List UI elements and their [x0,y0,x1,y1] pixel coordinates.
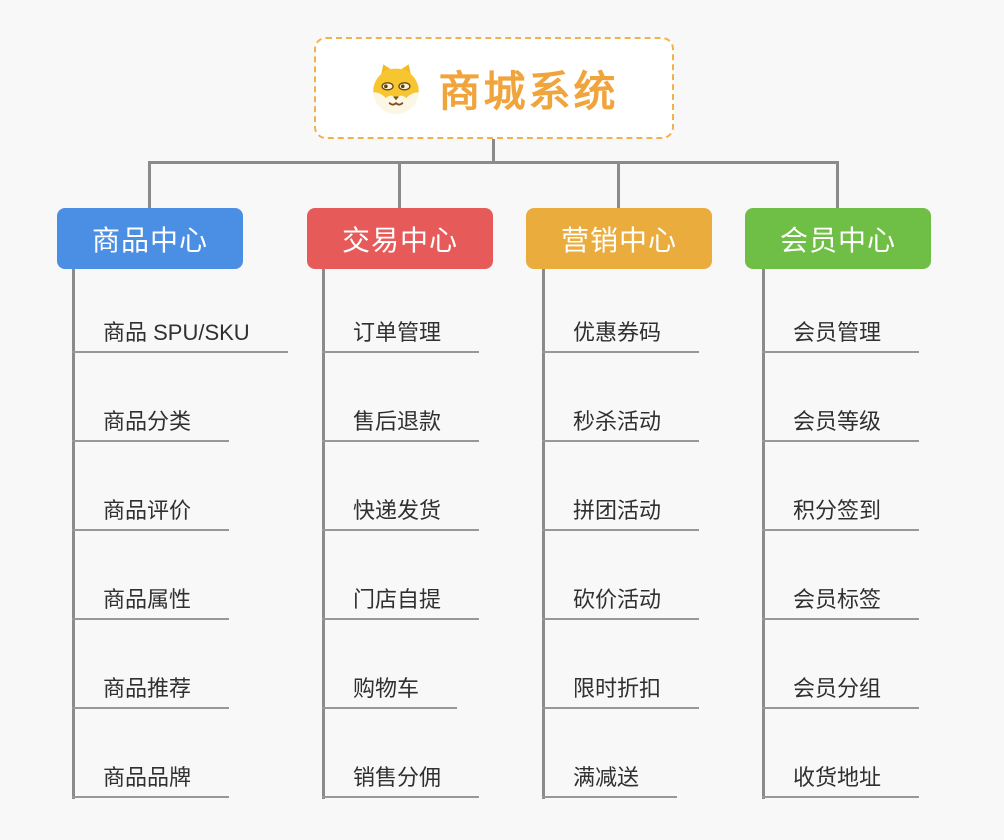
leaf-node[interactable]: 门店自提 [322,587,480,620]
leaf-node[interactable]: 商品属性 [72,587,230,620]
connector-drop-marketing [617,161,620,210]
connector-trunk-trade [322,268,325,799]
branch-node-marketing-center[interactable]: 营销中心 [526,208,712,269]
leaf-node[interactable]: 快递发货 [322,498,480,531]
leaf-node[interactable]: 积分签到 [762,498,920,531]
leaf-node[interactable]: 购物车 [322,676,458,709]
leaf-node[interactable]: 商品分类 [72,409,230,442]
leaf-node[interactable]: 销售分佣 [322,765,480,798]
leaf-node[interactable]: 售后退款 [322,409,480,442]
leaf-node[interactable]: 会员等级 [762,409,920,442]
connector-horizontal-bar [148,161,839,164]
root-title: 商城系统 [438,67,619,115]
leaf-node[interactable]: 会员标签 [762,587,920,620]
leaf-node[interactable]: 订单管理 [322,320,480,353]
connector-drop-member [836,161,839,210]
connector-drop-product [148,161,151,210]
leaf-node[interactable]: 拼团活动 [542,498,700,531]
connector-trunk-member [762,268,765,799]
dog-face-icon [369,61,423,115]
leaf-node[interactable]: 会员管理 [762,320,920,353]
leaf-node[interactable]: 限时折扣 [542,676,700,709]
branch-node-member-center[interactable]: 会员中心 [745,208,931,269]
leaf-node[interactable]: 会员分组 [762,676,920,709]
leaf-node[interactable]: 商品评价 [72,498,230,531]
leaf-node[interactable]: 收货地址 [762,765,920,798]
connector-root-trunk [492,137,495,163]
connector-trunk-product [72,268,75,799]
leaf-node[interactable]: 秒杀活动 [542,409,700,442]
leaf-node[interactable]: 商品品牌 [72,765,230,798]
leaf-node[interactable]: 商品推荐 [72,676,230,709]
branch-node-trade-center[interactable]: 交易中心 [307,208,493,269]
leaf-node[interactable]: 优惠券码 [542,320,700,353]
connector-trunk-marketing [542,268,545,799]
leaf-node[interactable]: 商品 SPU/SKU [72,320,288,353]
leaf-node[interactable]: 满减送 [542,765,678,798]
leaf-node[interactable]: 砍价活动 [542,587,700,620]
connector-drop-trade [398,161,401,210]
branch-node-product-center[interactable]: 商品中心 [57,208,243,269]
root-node[interactable]: 商城系统 [314,37,674,139]
